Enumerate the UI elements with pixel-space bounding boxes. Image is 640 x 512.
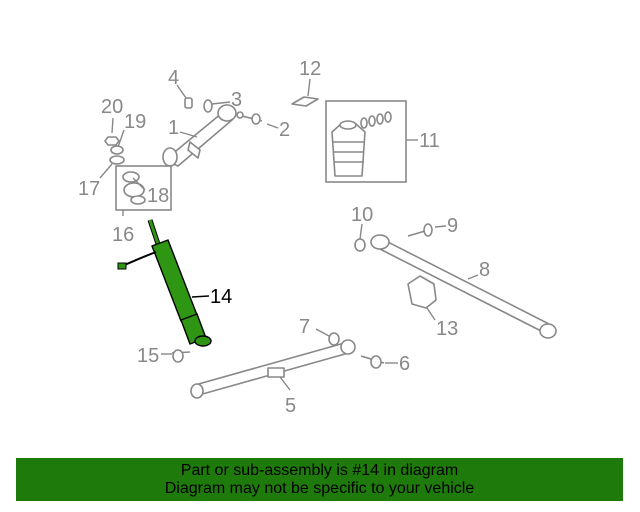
- shock-absorber-14[interactable]: [117, 219, 212, 347]
- callout-5: 5: [285, 395, 296, 417]
- callout-16: 16: [112, 224, 134, 246]
- callout-labels: 1 2 3 4 5 6 7 8 9 10 11 12 13 14 15 16 1…: [78, 58, 490, 417]
- leader-lines: [99, 78, 479, 391]
- callout-17: 17: [78, 178, 100, 200]
- bracket-13[interactable]: [407, 275, 437, 309]
- callout-18: 18: [147, 185, 169, 207]
- callout-13: 13: [436, 318, 458, 340]
- bushing-sleeve-3[interactable]: [203, 99, 213, 113]
- callout-10: 10: [351, 204, 373, 226]
- bolt-9[interactable]: [407, 223, 433, 237]
- callout-9: 9: [447, 215, 458, 237]
- callout-15: 15: [137, 345, 159, 367]
- bracket-12[interactable]: [291, 96, 319, 107]
- bolt-6[interactable]: [360, 355, 385, 369]
- callout-8: 8: [479, 259, 490, 281]
- upper-mount-kit-16[interactable]: [115, 165, 172, 211]
- washer-17[interactable]: [109, 155, 125, 165]
- banner-line-2: Diagram may not be specific to your vehi…: [164, 479, 475, 497]
- upper-control-arm[interactable]: [162, 104, 237, 167]
- bolt-15[interactable]: [171, 349, 191, 363]
- bushing-7[interactable]: [328, 332, 340, 346]
- callout-7: 7: [299, 316, 310, 338]
- callout-11: 11: [419, 130, 440, 152]
- bushing-cap-4[interactable]: [184, 97, 193, 109]
- nut-20[interactable]: [104, 136, 120, 146]
- lateral-rod-8[interactable]: [370, 234, 557, 339]
- callout-20: 20: [101, 96, 123, 118]
- callout-14: 14: [210, 286, 232, 308]
- banner-line-1: Part or sub-assembly is #14 in diagram: [180, 461, 459, 479]
- lower-control-arm-5[interactable]: [190, 339, 356, 399]
- bolt-2[interactable]: [236, 111, 263, 125]
- callout-19: 19: [124, 111, 146, 133]
- callout-12: 12: [299, 58, 321, 80]
- callout-2: 2: [279, 119, 290, 141]
- callout-4: 4: [168, 67, 179, 89]
- cushion-19[interactable]: [110, 145, 124, 155]
- callout-6: 6: [399, 353, 410, 375]
- dust-boot-kit-11[interactable]: [325, 100, 407, 183]
- callout-3: 3: [231, 89, 242, 111]
- nut-10[interactable]: [354, 238, 366, 252]
- diagram-notice-banner: Part or sub-assembly is #14 in diagram D…: [16, 458, 623, 501]
- parts-diagram: 1 2 3 4 5 6 7 8 9 10 11 12 13 14 15 16 1…: [78, 58, 557, 417]
- callout-1: 1: [168, 117, 179, 139]
